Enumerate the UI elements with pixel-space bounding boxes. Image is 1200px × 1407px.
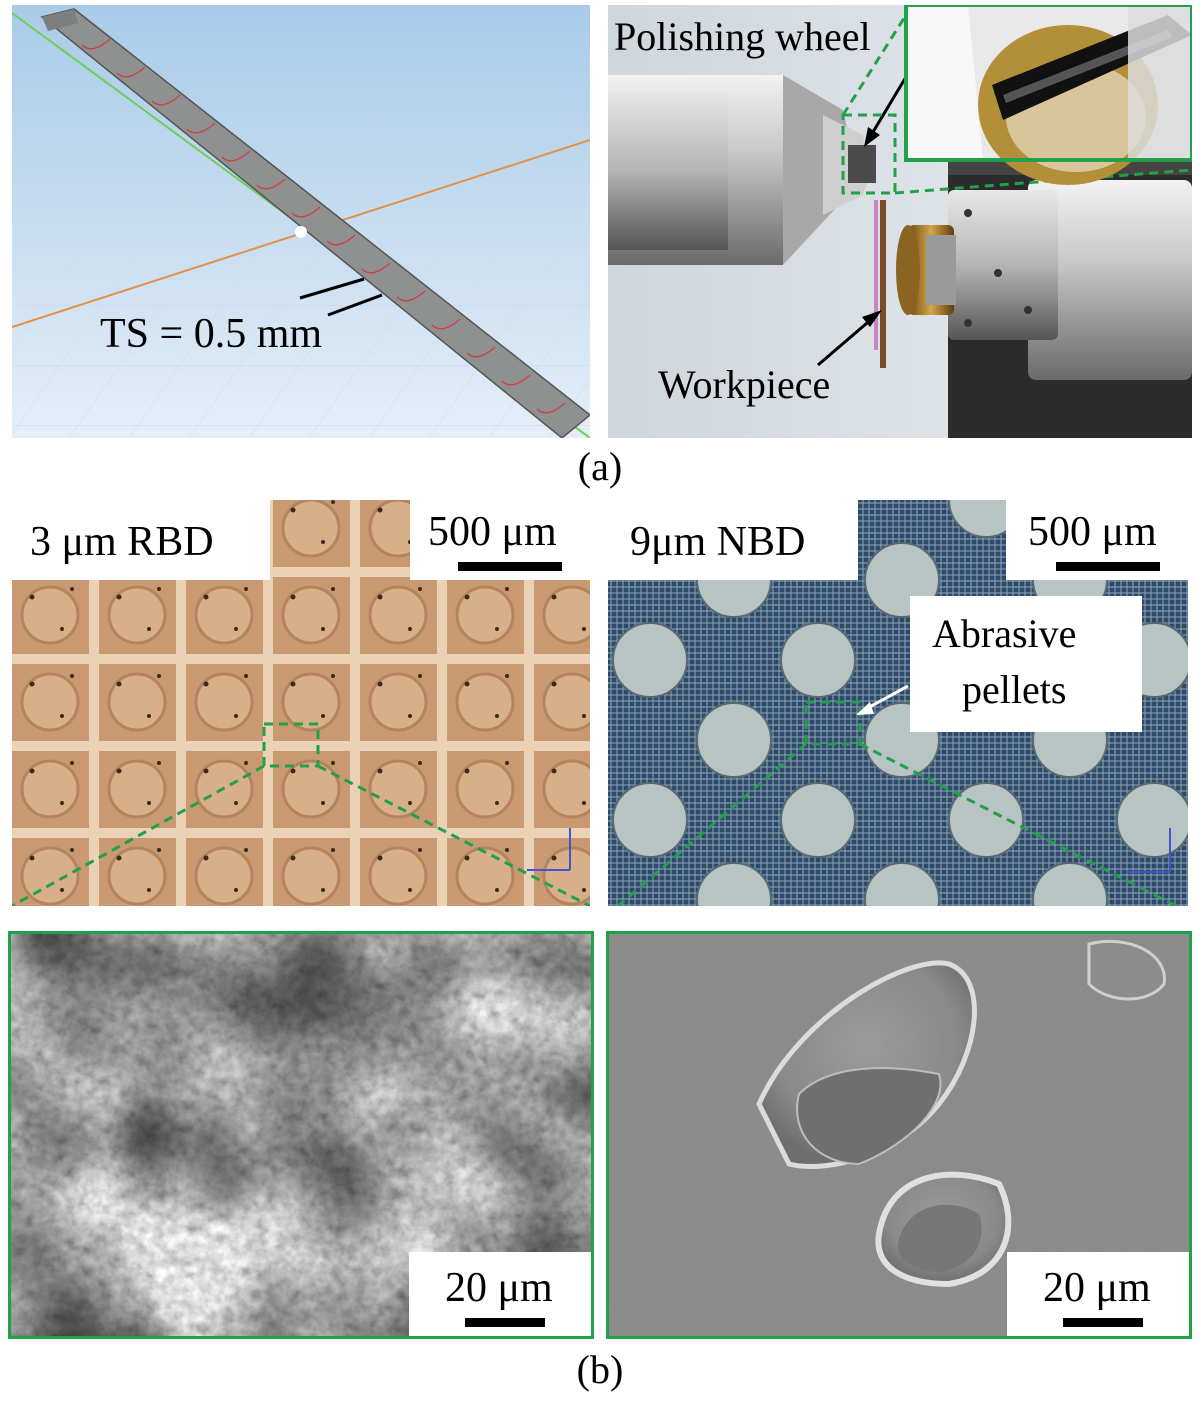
pellets-label: pellets: [962, 667, 1067, 712]
caption-a: (a): [577, 444, 623, 489]
rbd-top-scale-label: 500 μm: [428, 509, 557, 555]
nbd-top-scale-label: 500 μm: [1028, 509, 1157, 555]
nbd-bottom-scale: 20 μm: [1007, 1252, 1189, 1336]
nbd-top-scale: 500 μm: [1006, 500, 1188, 580]
abrasive-pellets-label-box: Abrasive pellets: [910, 596, 1142, 732]
cad-strip-view: TS = 0.5 mm: [12, 5, 590, 438]
nbd-label: 9μm NBD: [630, 519, 806, 565]
rbd-label: 3 μm RBD: [30, 519, 214, 565]
nbd-bottom-scale-label: 20 μm: [1043, 1265, 1151, 1311]
workpiece-label: Workpiece: [658, 362, 831, 407]
rbd-bottom-scale-label: 20 μm: [445, 1265, 553, 1311]
ts-label: TS = 0.5 mm: [100, 311, 323, 357]
rbd-bottom-scale: 20 μm: [409, 1252, 591, 1336]
rbd-top-scale-bar: [458, 562, 562, 571]
nbd-optical-image: 9μm NBD 500 μm Abrasive pellets: [608, 500, 1188, 906]
nbd-sem-image: 20 μm: [606, 931, 1192, 1339]
rbd-optical-image: 3 μm RBD 500 μm: [12, 500, 590, 906]
nbd-bottom-scale-bar: [1063, 1318, 1143, 1327]
nbd-top-scale-bar: [1056, 562, 1160, 571]
caption-b: (b): [576, 1347, 624, 1392]
polishing-wheel-label: Polishing wheel: [614, 14, 871, 59]
rbd-sem-image: 20 μm: [8, 931, 594, 1339]
polishing-machine-render: Polishing wheel Workpiece: [608, 5, 1192, 438]
rbd-top-scale: 500 μm: [410, 500, 590, 580]
rbd-label-box: 3 μm RBD: [12, 500, 270, 580]
abrasive-label: Abrasive: [932, 611, 1077, 656]
nbd-label-box: 9μm NBD: [608, 500, 858, 580]
rbd-bottom-scale-bar: [465, 1318, 545, 1327]
